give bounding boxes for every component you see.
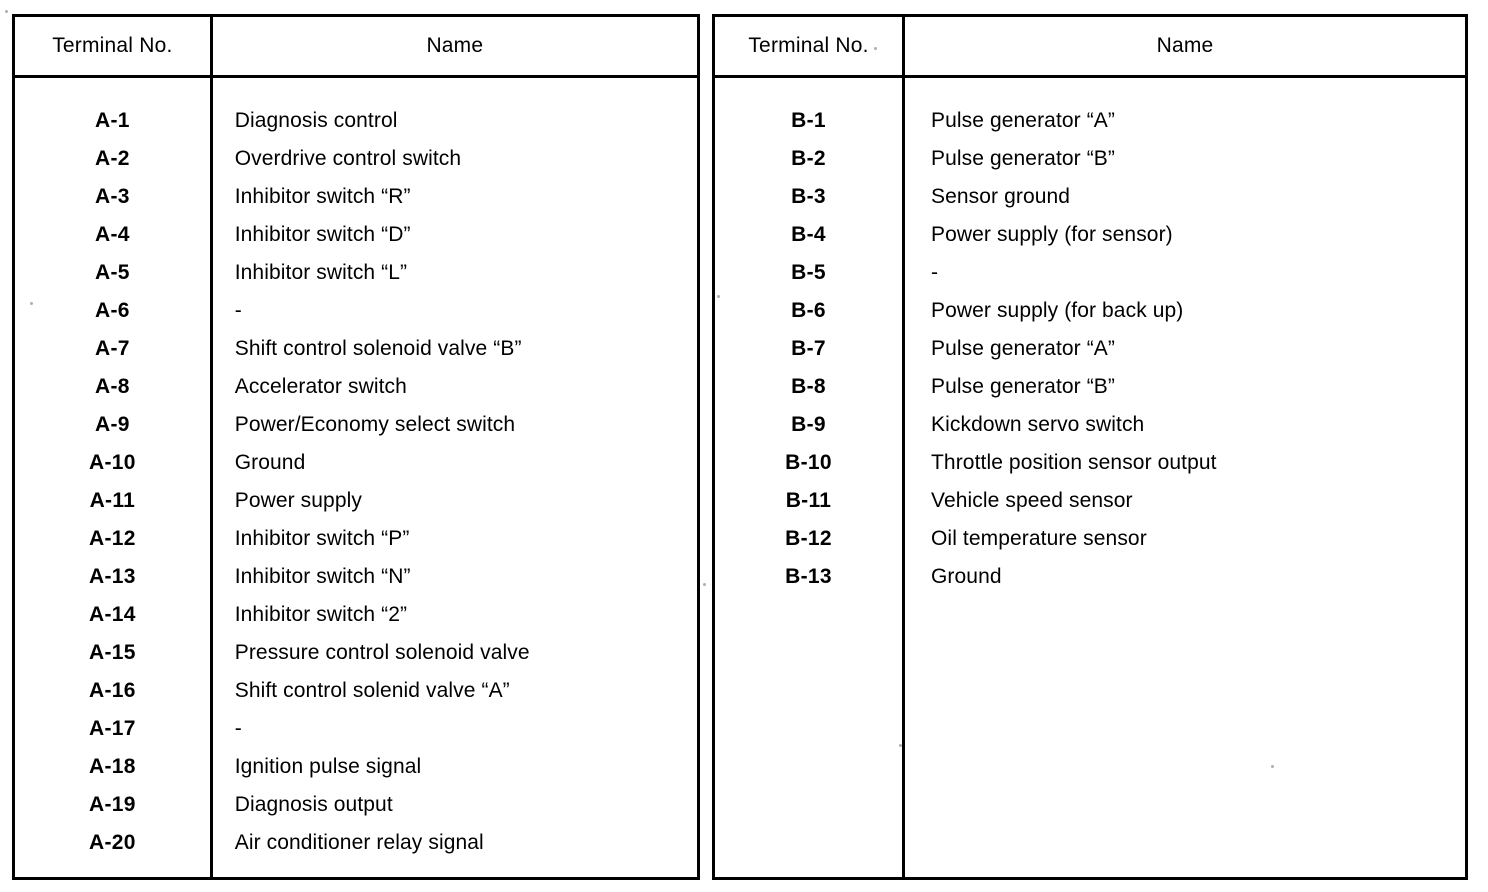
column-header-terminal-no-left: Terminal No. (15, 17, 213, 75)
table-row: B-1 (791, 109, 826, 132)
table-row: Ground (234, 451, 306, 474)
table-row: Shift control solenoid valve “B” (234, 337, 522, 360)
scan-speckle (5, 10, 8, 13)
table-row: Inhibitor switch “2” (234, 603, 408, 626)
table-row: A-5 (94, 261, 130, 284)
table-row: Oil temperature sensor (931, 527, 1147, 550)
table-row: Power supply (for sensor) (931, 223, 1173, 246)
table-row: A-1 (94, 109, 130, 132)
table-row: A-19 (89, 793, 136, 816)
table-row: A-2 (94, 147, 130, 170)
table-row: A-20 (89, 831, 136, 854)
table-row: A-17 (89, 717, 136, 740)
table-row: Throttle position sensor output (931, 451, 1217, 474)
table-row: Kickdown servo switch (931, 413, 1145, 436)
table-row: Power/Economy select switch (234, 413, 516, 436)
table-row: A-14 (89, 603, 136, 626)
column-name-right: Pulse generator “A” Pulse generator “B” Se… (905, 78, 1465, 877)
table-row: B-4 (791, 223, 826, 246)
table-row: - (234, 299, 242, 322)
table-row: B-10 (785, 451, 832, 474)
table-row: B-11 (785, 489, 832, 512)
table-row: - (931, 261, 939, 284)
table-row: Diagnosis output (234, 793, 393, 816)
table-row: Overdrive control switch (234, 147, 462, 170)
table-row: Inhibitor switch “L” (234, 261, 408, 284)
scan-speckle (703, 583, 706, 586)
table-row: A-10 (89, 451, 136, 474)
table-header-row-left: Terminal No. Name (15, 17, 697, 78)
table-row: A-16 (89, 679, 136, 702)
table-row: Vehicle speed sensor (931, 489, 1133, 512)
table-row: Shift control solenid valve “A” (234, 679, 510, 702)
table-row: B-3 (791, 185, 826, 208)
table-row: A-11 (89, 489, 136, 512)
table-row: A-15 (89, 641, 136, 664)
table-row: Ground (931, 565, 1002, 588)
table-row: Ignition pulse signal (234, 755, 422, 778)
table-row: Diagnosis control (234, 109, 398, 132)
table-row: Inhibitor switch “N” (234, 565, 411, 588)
table-row: Air conditioner relay signal (234, 831, 484, 854)
table-row: A-18 (89, 755, 136, 778)
table-row: Inhibitor switch “P” (234, 527, 410, 550)
scan-speckle (717, 295, 720, 298)
table-row: B-9 (791, 413, 826, 436)
table-row: B-6 (791, 299, 826, 322)
table-row: Power supply (for back up) (931, 299, 1184, 322)
scan-speckle (899, 744, 902, 747)
table-row: B-13 (785, 565, 832, 588)
table-row: B-12 (785, 527, 832, 550)
table-row: B-8 (791, 375, 826, 398)
table-row: Pulse generator “B” (931, 147, 1115, 170)
table-row: Pulse generator “B” (931, 375, 1115, 398)
table-header-row-right: Terminal No. Name (715, 17, 1465, 78)
table-row: A-9 (94, 413, 130, 436)
table-row: B-5 (791, 261, 826, 284)
column-header-name-left: Name (426, 34, 484, 57)
table-row: B-7 (791, 337, 826, 360)
table-row: Pressure control solenoid valve (234, 641, 530, 664)
table-row: A-12 (89, 527, 136, 550)
table-row: Accelerator switch (234, 375, 407, 398)
scan-speckle (874, 47, 877, 50)
table-row: A-6 (94, 299, 130, 322)
table-row: A-13 (89, 565, 136, 588)
table-row: A-3 (94, 185, 130, 208)
table-row: A-8 (94, 375, 130, 398)
table-row: Pulse generator “A” (931, 109, 1115, 132)
table-row: A-7 (94, 337, 130, 360)
table-row: A-4 (94, 223, 130, 246)
table-row: Inhibitor switch “D” (234, 223, 411, 246)
table-row: Inhibitor switch “R” (234, 185, 411, 208)
column-header-terminal-no-right: Terminal No. (715, 17, 905, 75)
table-row: Sensor ground (931, 185, 1071, 208)
column-header-name-right: Name (1156, 34, 1214, 57)
table-row: Pulse generator “A” (931, 337, 1115, 360)
scan-speckle (1271, 765, 1274, 768)
table-row: Power supply (234, 489, 362, 512)
table-row: B-2 (791, 147, 826, 170)
scan-speckle (30, 302, 33, 305)
table-row: - (234, 717, 242, 740)
